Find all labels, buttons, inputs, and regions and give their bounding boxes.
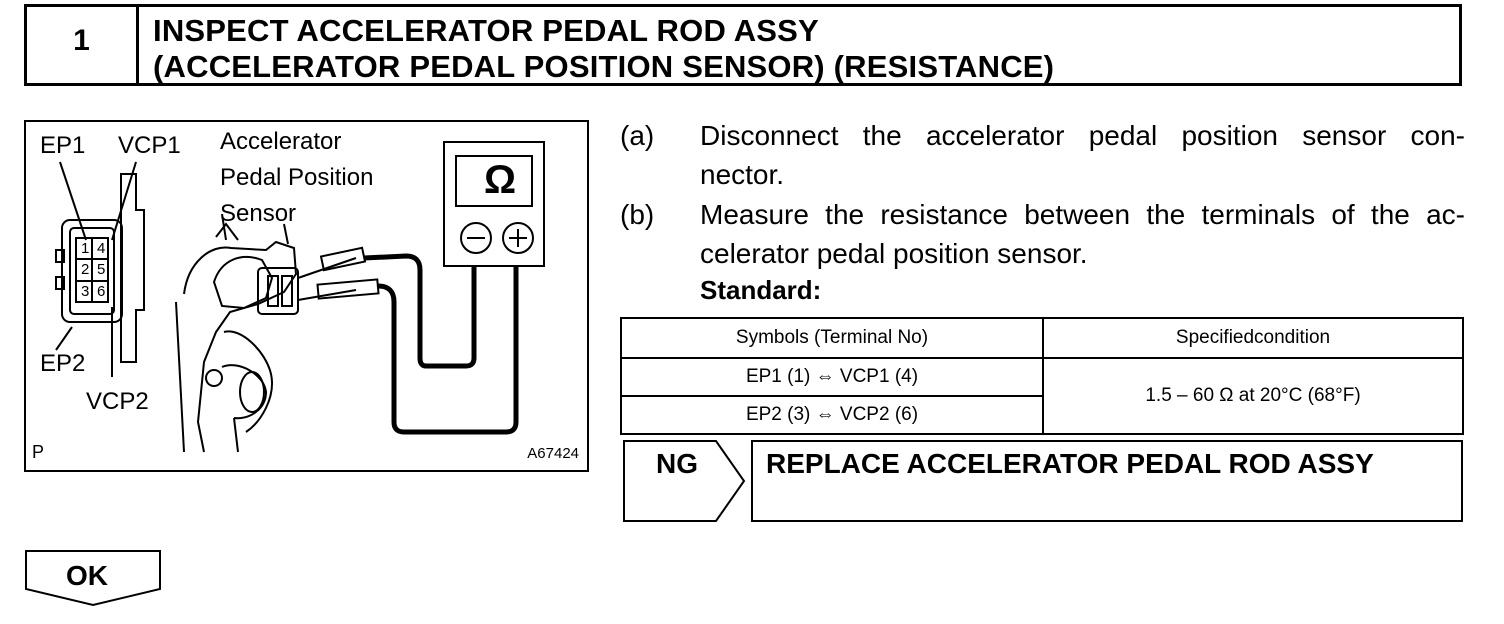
figure-corner-left: P bbox=[32, 442, 45, 462]
terminal-number: 1 bbox=[81, 240, 90, 257]
label-vcp1: VCP1 bbox=[118, 132, 181, 159]
instruction-b: Measure the resistance between the termi… bbox=[700, 195, 1465, 273]
sensor-label-line1: Accelerator bbox=[220, 128, 342, 155]
table-header-row: Symbols (Terminal No) Specifiedcondition bbox=[620, 317, 1464, 359]
label-ep1: EP1 bbox=[40, 132, 86, 159]
terminal-number: 2 bbox=[81, 261, 90, 278]
step-title-line2: (ACCELERATOR PEDAL POSITION SENSOR) (RES… bbox=[153, 49, 1055, 84]
terminal-number: 6 bbox=[97, 283, 106, 300]
label-vcp2: VCP2 bbox=[86, 388, 149, 415]
table-cell: EP1 (1) ⇔ VCP1 (4) bbox=[620, 357, 1044, 397]
figure-code: A67424 bbox=[527, 445, 579, 462]
step-number: 1 bbox=[27, 7, 139, 83]
wiring-figure: EP1 VCP1 EP2 VCP2 Accelerator Pedal Posi… bbox=[24, 120, 589, 472]
standard-label: Standard: bbox=[700, 275, 822, 305]
terminal-number: 4 bbox=[97, 240, 106, 257]
spec-table: Symbols (Terminal No) Specifiedcondition… bbox=[620, 317, 1464, 435]
terminal-number: 3 bbox=[81, 283, 90, 300]
ng-result-box bbox=[623, 440, 1463, 522]
instruction-a-line1: Disconnect the accelerator pedal positio… bbox=[700, 120, 1465, 151]
table-cell-condition: 1.5 – 60 Ω at 20°C (68°F) bbox=[1042, 357, 1464, 435]
sensor-label-line2: Pedal Position bbox=[220, 164, 374, 191]
step-title: INSPECT ACCELERATOR PEDAL ROD ASSY (ACCE… bbox=[153, 13, 1054, 85]
step-title-line1: INSPECT ACCELERATOR PEDAL ROD ASSY bbox=[153, 13, 819, 48]
ng-label: NG bbox=[656, 448, 698, 479]
ok-result-box bbox=[25, 550, 161, 607]
table-row: EP1 (1) ⇔ VCP1 (4) 1.5 – 60 Ω at 20°C (6… bbox=[620, 357, 1464, 435]
instruction-a-line2: nector. bbox=[700, 159, 785, 190]
instruction-a-letter: (a) bbox=[620, 120, 655, 151]
ok-label: OK bbox=[66, 560, 108, 591]
instruction-b-letter: (b) bbox=[620, 199, 655, 230]
table-cell: EP2 (3) ⇔ VCP2 (6) bbox=[620, 395, 1044, 435]
ohm-meter-symbol: Ω bbox=[483, 158, 517, 202]
instruction-b-line1: Measure the resistance between the termi… bbox=[700, 199, 1465, 230]
terminal-number: 5 bbox=[97, 261, 106, 278]
instruction-a: Disconnect the accelerator pedal positio… bbox=[700, 116, 1465, 194]
table-header: Specifiedcondition bbox=[1042, 317, 1464, 359]
sensor-label-line3: Sensor bbox=[220, 200, 297, 227]
step-header: 1 INSPECT ACCELERATOR PEDAL ROD ASSY (AC… bbox=[24, 4, 1462, 86]
sensor-diagram-illustration bbox=[55, 141, 545, 453]
table-header: Symbols (Terminal No) bbox=[620, 317, 1044, 359]
label-ep2: EP2 bbox=[40, 350, 86, 377]
instruction-b-line2: celerator pedal position sensor. bbox=[700, 238, 1088, 269]
ng-action: REPLACE ACCELERATOR PEDAL ROD ASSY bbox=[766, 448, 1374, 479]
table-row: EP2 (3) ⇔ VCP2 (6) bbox=[620, 395, 1463, 435]
